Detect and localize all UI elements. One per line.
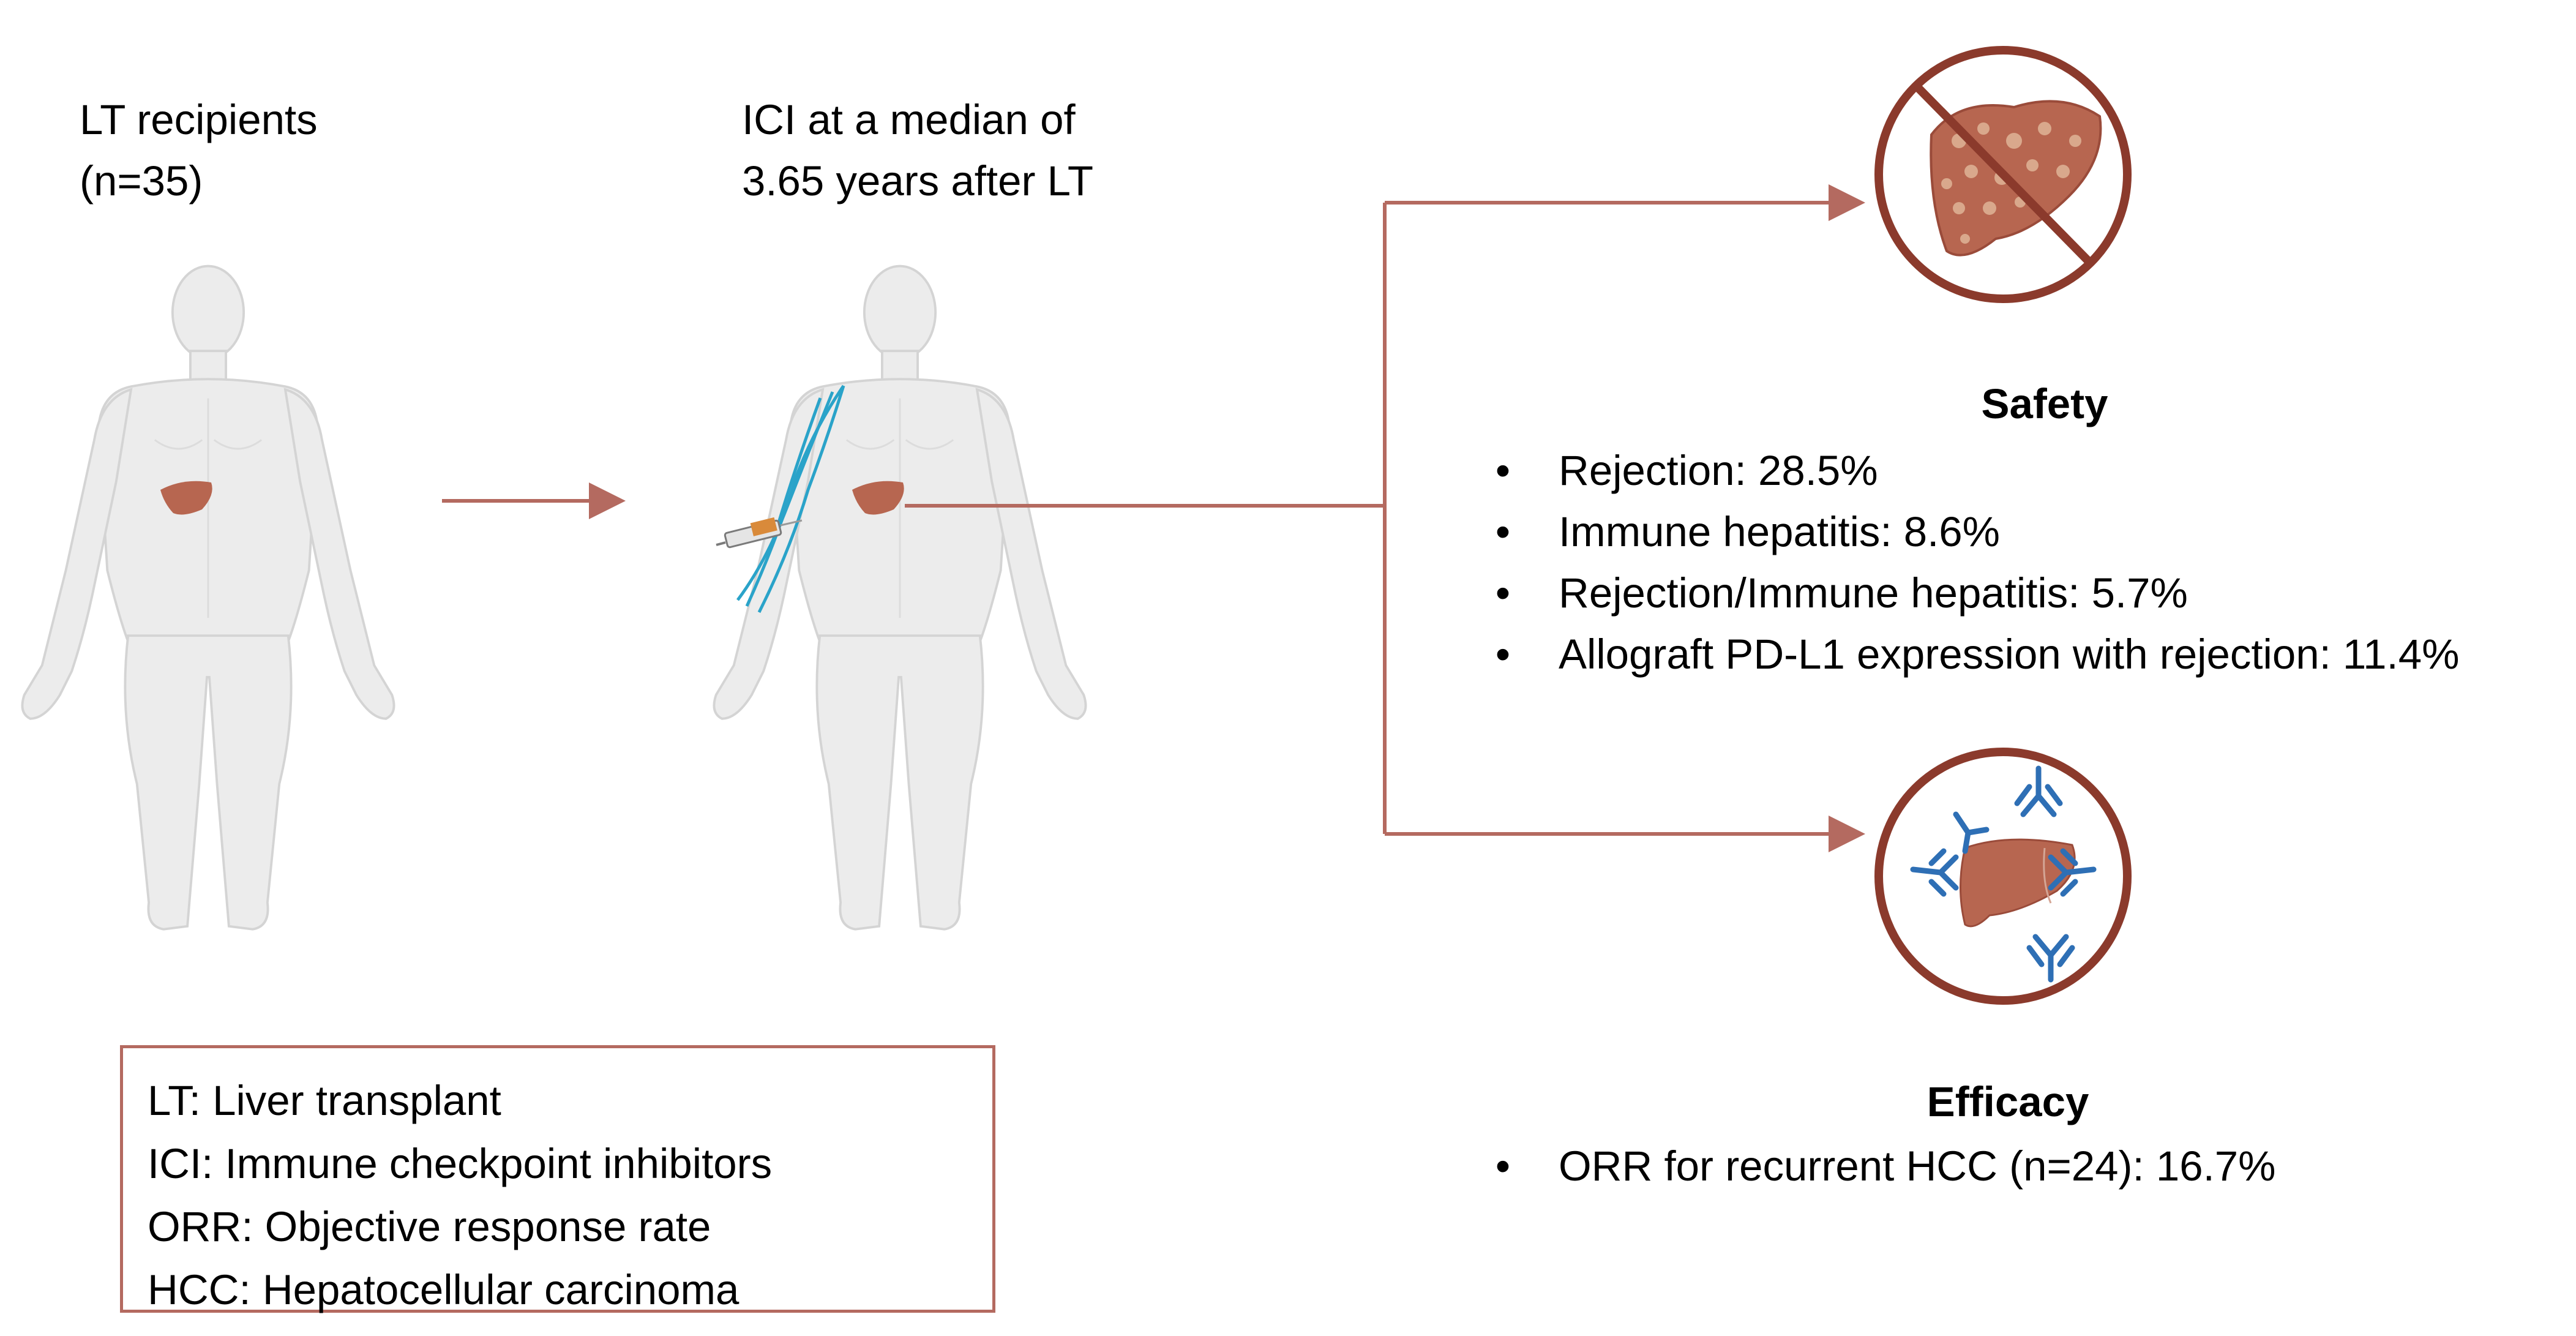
lt-recipients-line2: (n=35) <box>80 157 203 205</box>
legend-item: HCC: Hepatocellular carcinoma <box>148 1266 739 1313</box>
efficacy-list: •ORR for recurrent HCC (n=24): 16.7% <box>1494 1136 2276 1197</box>
human-body-with-injection-icon <box>713 265 1087 931</box>
legend-item: ICI: Immune checkpoint inhibitors <box>148 1140 773 1187</box>
abbreviations-legend: LT: Liver transplant ICI: Immune checkpo… <box>120 1045 995 1313</box>
liver-icon <box>852 481 904 515</box>
bullet-icon: • <box>1495 631 1511 678</box>
liver-with-antibodies-icon <box>1874 748 2132 1005</box>
list-item: •Rejection: 28.5% <box>1494 440 2459 501</box>
bullet-icon: • <box>1495 447 1511 494</box>
ici-line2: 3.65 years after LT <box>742 157 1094 205</box>
syringe-icon <box>716 517 803 549</box>
lt-recipients-line1: LT recipients <box>80 96 318 143</box>
list-item: •Immune hepatitis: 8.6% <box>1494 501 2459 563</box>
legend-item: LT: Liver transplant <box>148 1077 501 1124</box>
list-item: •ORR for recurrent HCC (n=24): 16.7% <box>1494 1136 2276 1197</box>
veins-icon <box>736 385 845 614</box>
lt-recipients-label: LT recipients (n=35) <box>80 89 318 212</box>
no-damaged-liver-icon <box>1874 46 2132 303</box>
legend-item: ORR: Objective response rate <box>148 1203 711 1250</box>
ici-timing-label: ICI at a median of 3.65 years after LT <box>742 89 1093 212</box>
safety-list: •Rejection: 28.5% •Immune hepatitis: 8.6… <box>1494 440 2460 685</box>
liver-icon <box>160 481 212 515</box>
list-item: •Rejection/Immune hepatitis: 5.7% <box>1494 563 2459 624</box>
bullet-icon: • <box>1495 569 1511 617</box>
safety-heading: Safety <box>1981 380 2108 427</box>
bullet-icon: • <box>1495 1143 1511 1190</box>
efficacy-heading: Efficacy <box>1926 1078 2089 1125</box>
bullet-icon: • <box>1495 508 1511 555</box>
list-item: •Allograft PD-L1 expression with rejecti… <box>1494 624 2460 685</box>
branch-connector <box>905 184 1865 852</box>
ici-line1: ICI at a median of <box>742 96 1076 143</box>
human-body-with-liver-icon <box>21 265 395 931</box>
